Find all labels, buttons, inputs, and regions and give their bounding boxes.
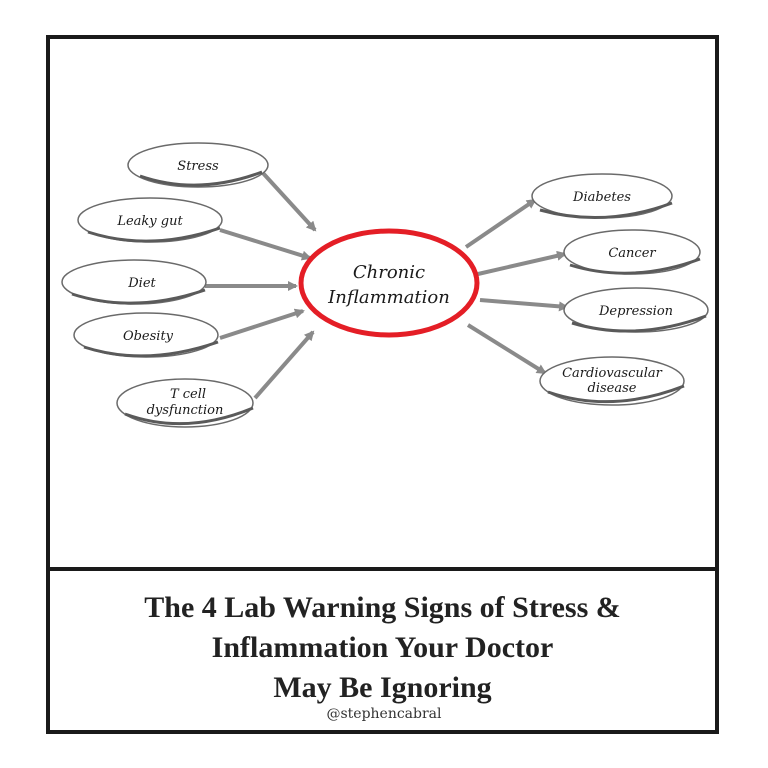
- effect-node-depression: Depression: [563, 287, 709, 333]
- effect-arrows: [464, 198, 569, 375]
- arrow-cardiovascular: [466, 323, 547, 375]
- center-label-line1: Chronic: [353, 262, 425, 283]
- cause-label: Obesity: [123, 329, 174, 344]
- arrow-stress: [260, 170, 317, 232]
- cause-node-t-cell: T cell dysfunction: [116, 378, 254, 428]
- arrow-leaky-gut: [219, 228, 312, 261]
- effect-node-diabetes: Diabetes: [531, 173, 673, 220]
- cause-label: Stress: [177, 159, 219, 174]
- effect-label-line2: disease: [588, 381, 637, 396]
- arrow-diabetes: [464, 198, 537, 249]
- center-label-line2: Inflammation: [327, 287, 450, 308]
- arrow-depression: [479, 298, 569, 312]
- arrow-t-cell: [253, 330, 315, 400]
- effect-label: Diabetes: [572, 190, 631, 205]
- effect-label-line1: Cardiovascular: [562, 366, 663, 381]
- social-handle: @stephencabral: [326, 706, 442, 722]
- effect-label: Depression: [598, 304, 673, 319]
- cause-arrows: [205, 170, 317, 400]
- caption-title: The 4 Lab Warning Signs of Stress & Infl…: [50, 588, 715, 708]
- cause-node-obesity: Obesity: [73, 312, 219, 358]
- cause-node-stress: Stress: [127, 142, 269, 188]
- effect-node-cardiovascular: Cardiovascular disease: [539, 356, 685, 406]
- caption-line-2: Inflammation Your Doctor: [211, 631, 554, 664]
- caption-line-1: The 4 Lab Warning Signs of Stress &: [144, 591, 621, 624]
- effect-label: Cancer: [608, 246, 656, 261]
- caption-line-3: May Be Ignoring: [273, 671, 492, 704]
- cause-label-line2: dysfunction: [147, 403, 224, 418]
- cause-node-diet: Diet: [61, 259, 207, 305]
- cause-label: Leaky gut: [116, 214, 183, 229]
- cause-label-line1: T cell: [170, 387, 206, 402]
- cause-node-leaky-gut: Leaky gut: [77, 197, 223, 243]
- cause-label: Diet: [127, 276, 156, 291]
- center-node: Chronic Inflammation: [298, 228, 480, 338]
- arrow-cancer: [477, 250, 567, 276]
- caption-divider: [46, 567, 719, 571]
- arrow-obesity: [219, 308, 305, 340]
- effect-node-cancer: Cancer: [563, 229, 701, 275]
